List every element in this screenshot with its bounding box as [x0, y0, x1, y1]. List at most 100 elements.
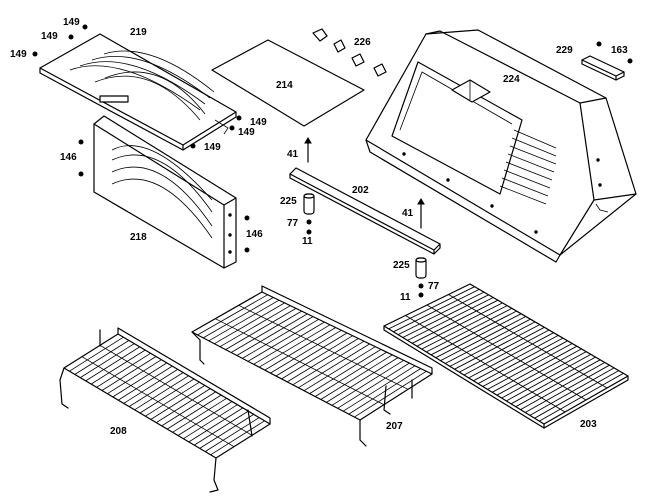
screws-149: [32, 24, 242, 149]
wire-bar: [197, 294, 268, 336]
label-226: 226: [354, 37, 371, 48]
wire-bar: [214, 302, 285, 345]
wire-bar: [326, 357, 399, 403]
wire-bar: [219, 305, 291, 348]
wire-bar: [74, 340, 130, 375]
wire-bar: [314, 351, 387, 397]
wire-bar: [107, 359, 162, 395]
wire-bar: [203, 297, 274, 339]
wire-bar: [177, 401, 233, 436]
part-226-brackets: [312, 28, 387, 77]
wire-bar: [264, 327, 336, 371]
label-225: 225: [280, 196, 297, 207]
label-219: 219: [130, 27, 147, 38]
part-202-bar: [289, 167, 441, 255]
wire-bar: [236, 313, 308, 356]
screws-146: [78, 139, 250, 253]
wire-bar: [90, 349, 146, 385]
nuts-77: [306, 219, 424, 289]
wire-bar: [309, 349, 382, 394]
wire-bar: [188, 407, 244, 443]
wire-bar: [156, 388, 211, 423]
label-224: 224: [503, 74, 520, 85]
label-41: 41: [402, 208, 414, 219]
wire-bar: [286, 338, 359, 383]
wire-bar: [253, 321, 325, 365]
wire-bar: [128, 372, 184, 407]
washers-11: [306, 229, 424, 298]
wire-bar: [96, 352, 151, 388]
label-207: 207: [386, 421, 403, 432]
wire-bar: [208, 299, 280, 342]
wire-bar: [292, 340, 365, 386]
label-146: 146: [60, 152, 77, 163]
wire-bar: [183, 404, 238, 440]
wire-bar: [281, 335, 353, 380]
label-149: 149: [41, 31, 58, 42]
part-203-grate: [383, 283, 629, 429]
wire-bar: [80, 343, 135, 378]
wire-bar: [204, 417, 260, 452]
wire-bar: [123, 369, 178, 404]
wire-bar: [145, 381, 200, 417]
label-149: 149: [250, 117, 267, 128]
wire-rail: [448, 294, 608, 389]
label-149: 149: [204, 142, 221, 153]
wire-bar: [172, 397, 227, 433]
label-208: 208: [110, 426, 127, 437]
wire-bar: [275, 332, 348, 377]
wire-bar: [139, 378, 195, 414]
wire-bar: [210, 420, 265, 456]
label-229: 229: [556, 45, 573, 56]
wire-bar: [118, 365, 173, 401]
screws-41: [304, 137, 425, 229]
part-labels: 149 149 149 219 149 149 149 214 226 224 …: [10, 17, 628, 437]
wire-bar: [270, 329, 342, 374]
label-146: 146: [246, 229, 263, 240]
label-149: 149: [238, 127, 255, 138]
wire-bar: [247, 318, 319, 362]
label-77: 77: [428, 281, 440, 292]
spacers-225: [303, 193, 427, 279]
label-149: 149: [10, 49, 27, 60]
wire-rail: [405, 315, 566, 413]
wire-bar: [199, 414, 254, 449]
wire-rail: [99, 344, 253, 436]
wire-bar: [348, 368, 421, 415]
wire-bar: [230, 310, 302, 353]
wire-bar: [298, 343, 370, 389]
wire-rail: [215, 318, 385, 406]
wire-bar: [320, 354, 393, 400]
wire-bar: [337, 362, 410, 409]
wire-bar: [225, 308, 297, 350]
wire-bar: [342, 365, 416, 412]
wire-bar: [194, 410, 249, 446]
wire-rail: [81, 356, 235, 448]
label-218: 218: [130, 232, 147, 243]
wire-rail: [426, 304, 587, 401]
wire-bar: [112, 362, 168, 398]
wire-bar: [150, 385, 206, 420]
label-202: 202: [352, 185, 369, 196]
wire-rail: [238, 304, 409, 390]
wire-bar: [85, 346, 140, 382]
wire-bar: [258, 324, 331, 368]
wire-bar: [331, 359, 404, 406]
label-214: 214: [276, 80, 293, 91]
vent-grille: [499, 129, 557, 205]
label-225: 225: [393, 260, 410, 271]
wire-bar: [101, 356, 157, 391]
part-229-handle: [581, 41, 633, 81]
label-149: 149: [63, 17, 80, 28]
part-218-side-panel: [93, 115, 237, 269]
label-11: 11: [400, 292, 411, 303]
wire-bar: [242, 316, 314, 359]
label-77: 77: [287, 218, 299, 229]
wire-bar: [354, 370, 427, 418]
label-41: 41: [287, 149, 299, 160]
wire-bar: [134, 375, 189, 411]
wire-bar: [303, 346, 376, 392]
part-219-top-tray: [39, 33, 237, 151]
part-224-front-housing: [365, 29, 637, 263]
